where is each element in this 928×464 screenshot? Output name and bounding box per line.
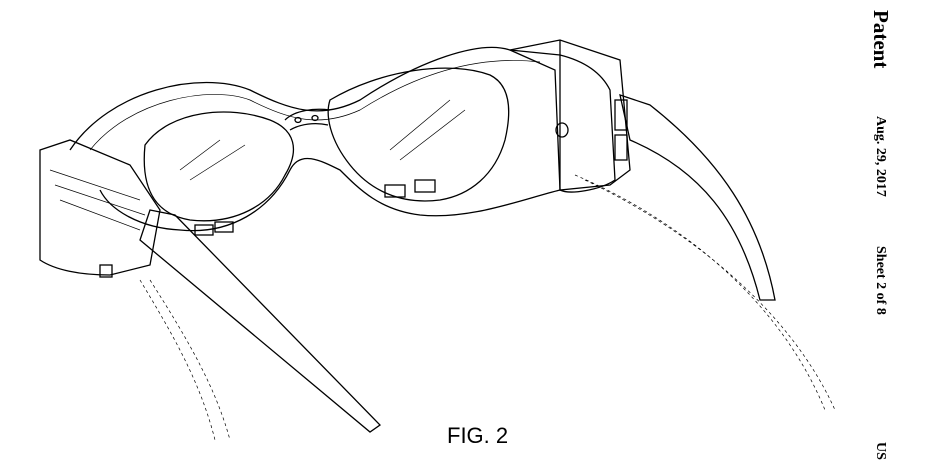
- left-temple-arm: [139, 209, 381, 433]
- patent-number: US: [873, 442, 888, 460]
- sheet-number: Sheet 2 of 8: [873, 246, 888, 315]
- figure-label: FIG. 2: [447, 423, 509, 448]
- right-side-block: [507, 39, 631, 191]
- left-lens: [143, 111, 294, 222]
- right-lens: [327, 67, 510, 202]
- frame-outline: [69, 46, 616, 232]
- patent-header: Patent: [869, 10, 893, 69]
- left-side-block: [39, 139, 161, 276]
- right-temple-arm: [619, 94, 776, 301]
- bridge: [284, 108, 331, 131]
- patent-date: Aug. 29, 2017: [873, 116, 888, 197]
